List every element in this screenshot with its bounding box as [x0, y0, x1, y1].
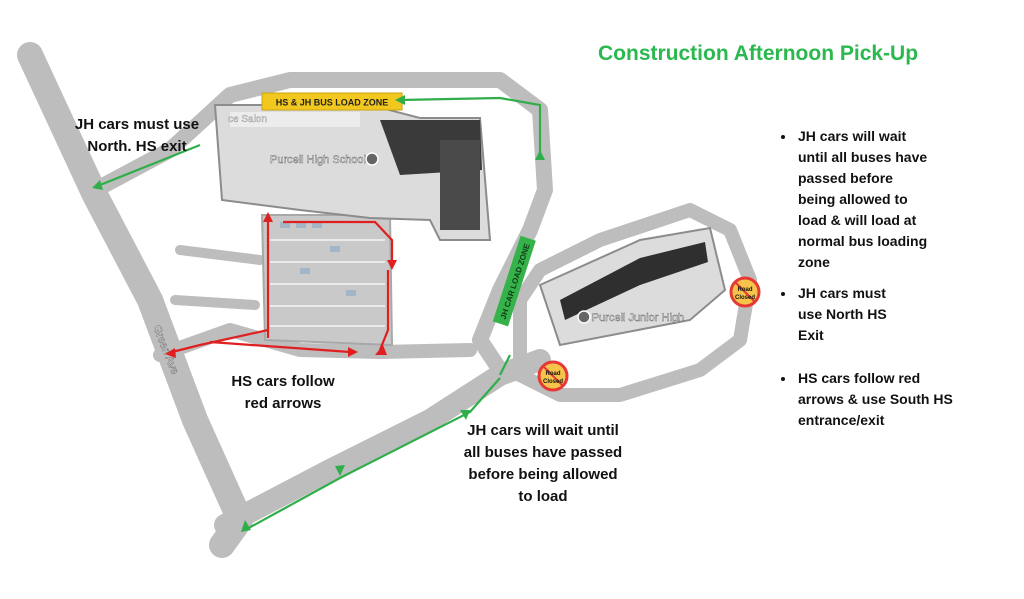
junior-high-marker — [577, 310, 591, 324]
high-school-marker — [365, 152, 379, 166]
callout-line: red arrows — [244, 395, 322, 412]
note-line: arrows & use South HS — [798, 391, 953, 407]
green-arrow-1 — [335, 465, 345, 476]
notes-list-2: JH cars must use North HS Exit — [778, 283, 887, 346]
jh-loop — [513, 203, 757, 402]
note-line: HS cars follow red — [798, 370, 921, 386]
callout-jh-north-exit: JH cars must use North. HS exit — [62, 114, 212, 158]
callout-line: before being allowed — [468, 466, 618, 483]
callout-line: HS cars follow — [231, 373, 335, 390]
note-line: being allowed to — [798, 191, 908, 207]
note-line: Exit — [798, 327, 824, 343]
note-line: JH cars will wait — [798, 128, 907, 144]
salon-label: ce Salon — [228, 114, 267, 125]
road-closed-2-line1: Road — [738, 287, 753, 293]
note-item: JH cars will wait until all buses have p… — [796, 126, 927, 273]
red-arrow-5 — [375, 345, 387, 355]
note-line: until all buses have — [798, 149, 928, 165]
callout-hs-red-arrows: HS cars follow red arrows — [218, 371, 348, 415]
red-arrow-4 — [348, 347, 358, 357]
green-arrowheads — [92, 95, 545, 532]
note-line: passed before — [798, 170, 893, 186]
note-line: entrance/exit — [798, 412, 885, 428]
green-arrow-5 — [535, 150, 545, 160]
note-line: use North HS — [798, 306, 887, 322]
hs-south-loop — [153, 323, 477, 362]
junior-high-building — [538, 226, 727, 347]
notes-list-1: JH cars will wait until all buses have p… — [778, 126, 927, 273]
red-arrow-2 — [387, 260, 397, 270]
west-lot-road — [170, 245, 265, 310]
road-closed-sign-1: Road Closed — [537, 360, 569, 392]
high-school-building — [213, 104, 492, 241]
hs-parking-lot — [260, 214, 394, 347]
green-arrow-3 — [395, 95, 405, 105]
red-arrow-1 — [263, 212, 273, 222]
note-line: zone — [798, 254, 830, 270]
red-arrowheads — [165, 212, 397, 358]
road-closed-1-line2: Closed — [543, 379, 563, 385]
bus-load-zone: HS & JH BUS LOAD ZONE — [261, 92, 403, 111]
callout-line: JH cars must use — [74, 116, 200, 133]
junior-high-label: Purcell Junior High — [592, 312, 684, 324]
green-arrow-6 — [241, 520, 251, 532]
callout-line: North. HS exit — [87, 138, 187, 155]
red-arrow-3 — [165, 348, 176, 358]
road-closed-sign-2: Road Closed — [729, 276, 761, 308]
callout-line: to load — [518, 488, 568, 505]
bus-load-zone-label: HS & JH BUS LOAD ZONE — [276, 98, 389, 108]
note-item: HS cars follow red arrows & use South HS… — [796, 368, 953, 431]
green-arrow-4 — [92, 180, 103, 190]
note-item: JH cars must use North HS Exit — [796, 283, 887, 346]
callout-jh-wait: JH cars will wait until all buses have p… — [448, 420, 638, 508]
high-school-label: Purcell High School — [270, 154, 366, 166]
note-line: normal bus loading — [798, 233, 928, 249]
jh-green-route — [99, 96, 542, 531]
road-closed-2-line2: Closed — [735, 295, 755, 301]
callout-line: all buses have passed — [463, 444, 623, 461]
hs-red-route — [171, 220, 394, 354]
notes-list-3: HS cars follow red arrows & use South HS… — [778, 368, 953, 431]
green-arrow-2 — [460, 410, 470, 420]
note-line: load & will load at — [798, 212, 917, 228]
road-closed-1-line1: Road — [546, 371, 561, 377]
page-title: Construction Afternoon Pick-Up — [598, 42, 919, 65]
callout-line: JH cars will wait until — [467, 422, 619, 439]
note-line: JH cars must — [798, 285, 886, 301]
